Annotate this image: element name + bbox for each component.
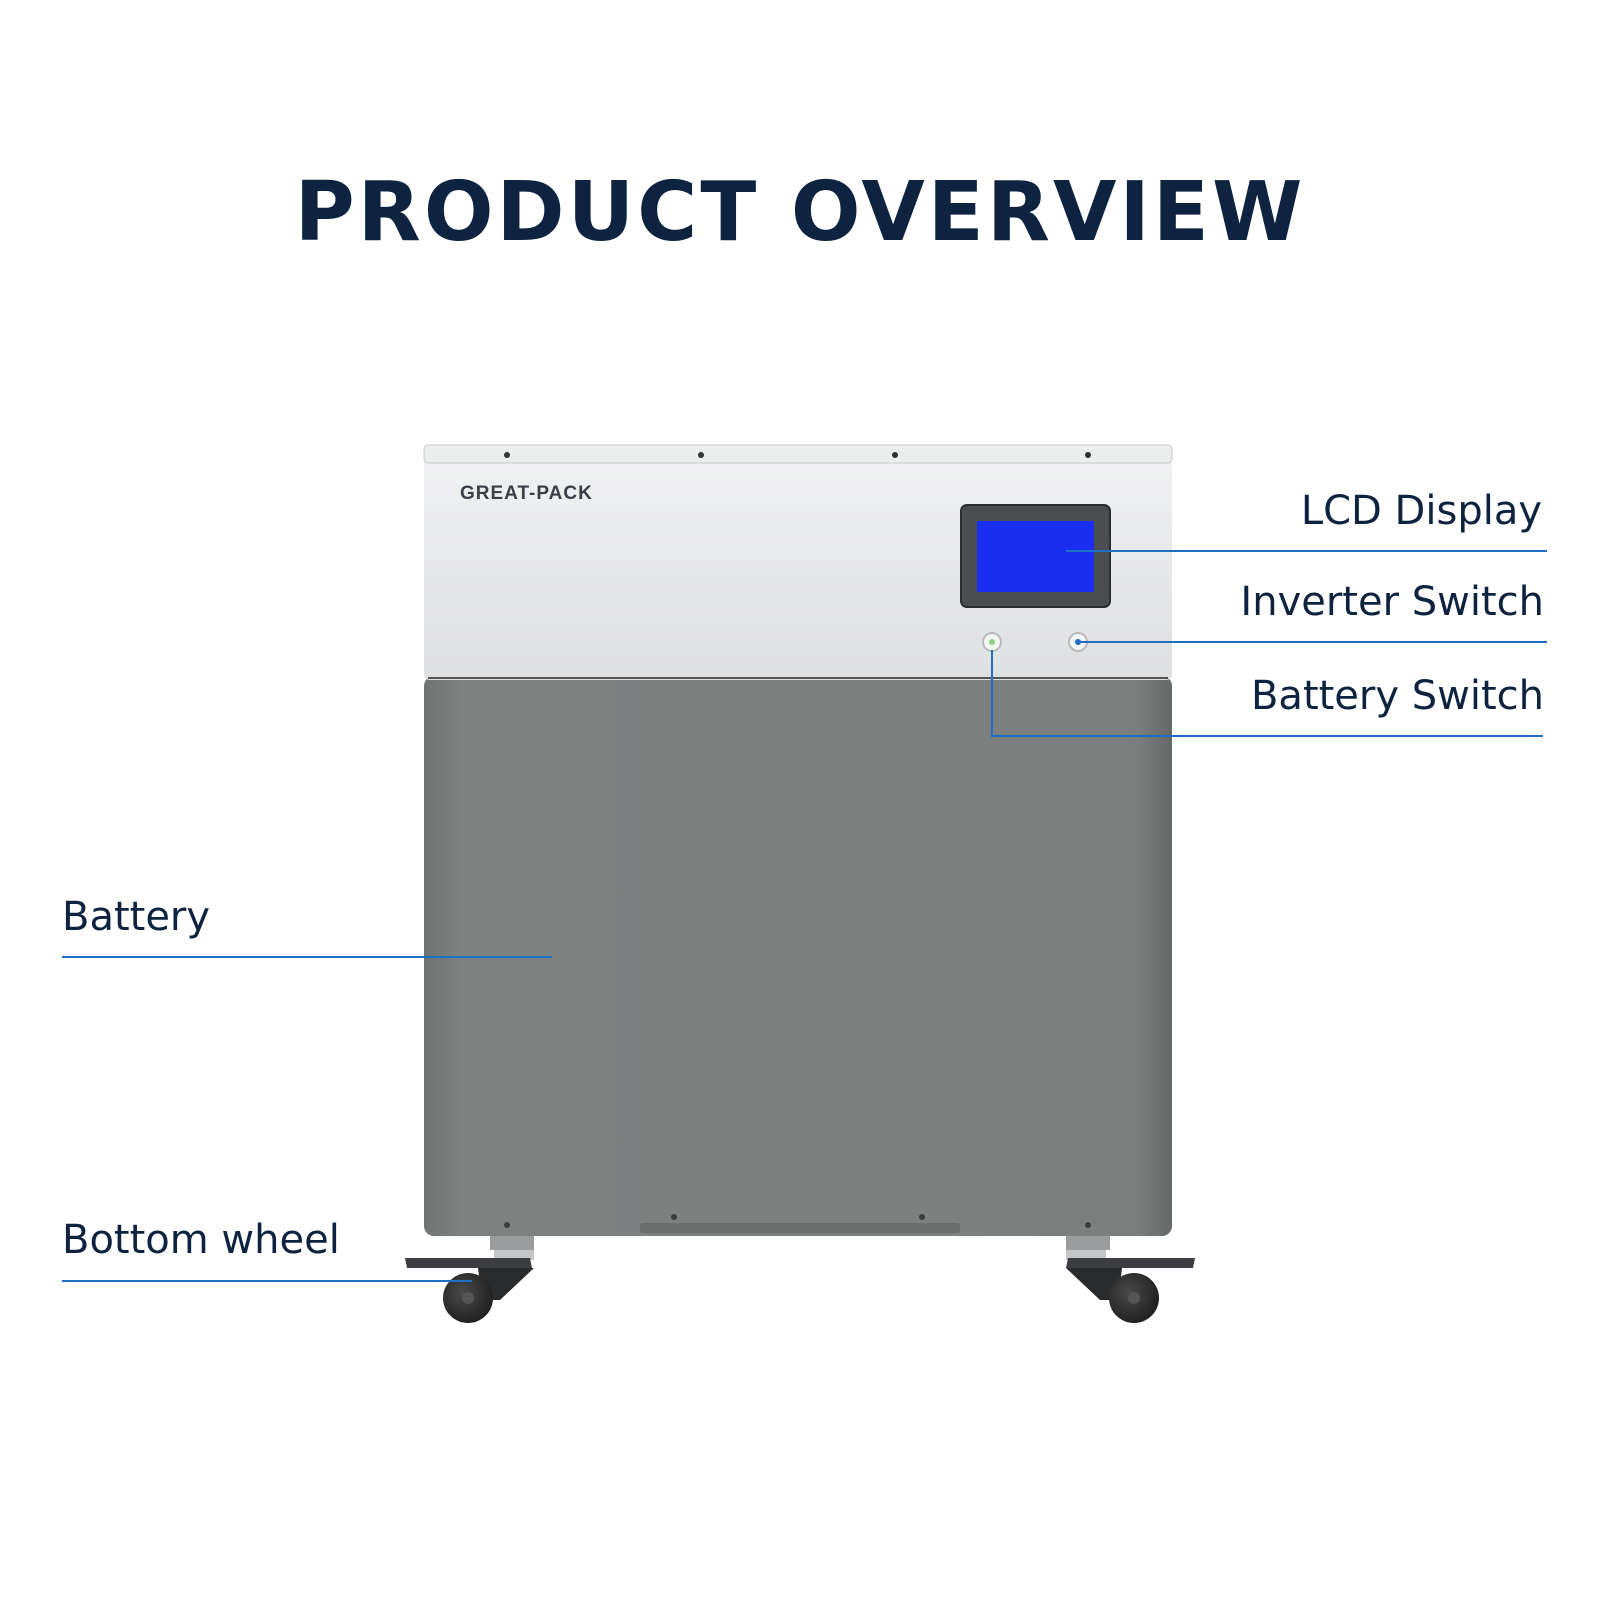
leader-dot-inverter-switch [1075,639,1081,645]
top-cap [423,444,1173,464]
top-panel [424,445,1172,680]
screw [504,452,510,458]
bottom-wheel-label: Bottom wheel [62,1217,340,1263]
screw [698,452,704,458]
inverter-switch-label: Inverter Switch [1240,579,1544,625]
left-caster [405,1236,534,1323]
lcd-screen [977,521,1094,592]
battery-label: Battery [62,894,211,940]
bottom-trim [640,1223,960,1233]
right-caster [1066,1236,1195,1323]
lcd-display-label: LCD Display [1300,488,1542,534]
screw [1085,1222,1091,1228]
screw [892,452,898,458]
battery-switch-label: Battery Switch [1250,673,1544,719]
page-title: PRODUCT OVERVIEW [294,165,1306,260]
brand-logo: GREAT-PACK [460,483,593,504]
screw [671,1214,677,1220]
screw [504,1222,510,1228]
screw [1085,452,1091,458]
leader-line-battery-switch [991,650,1543,737]
screw [919,1214,925,1220]
battery-body [424,676,1172,1236]
battery-switch-led [989,639,995,645]
